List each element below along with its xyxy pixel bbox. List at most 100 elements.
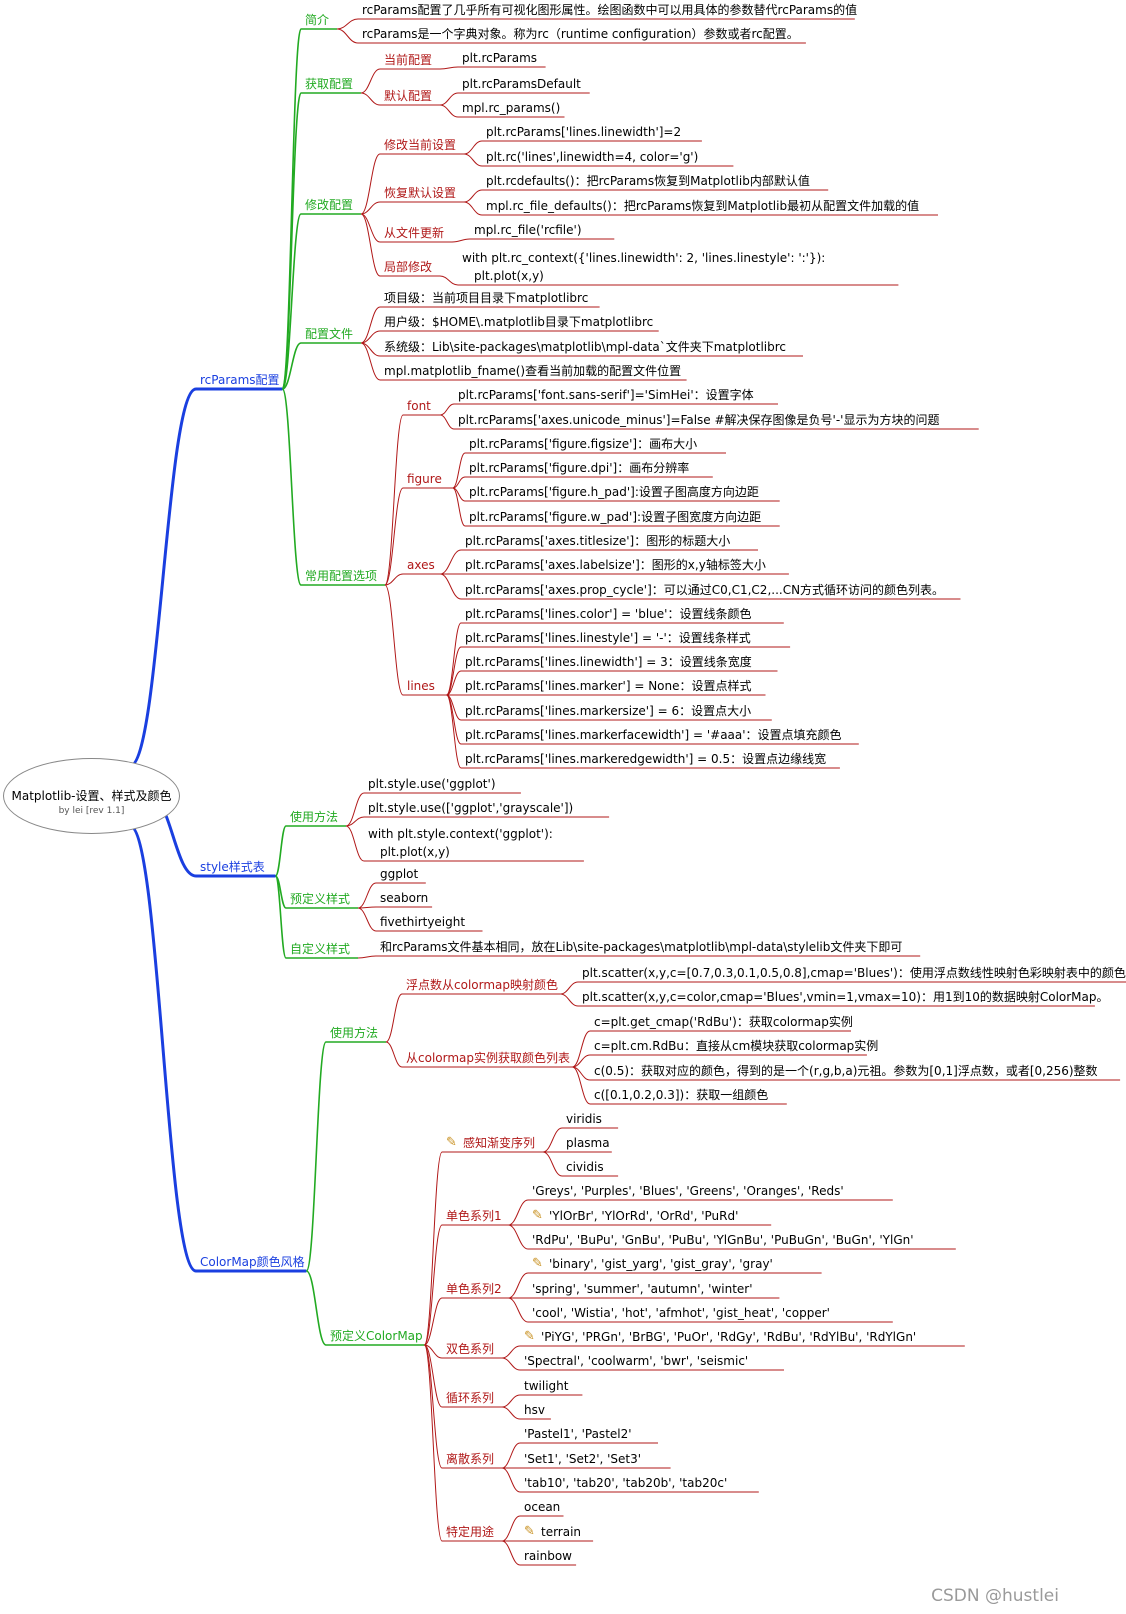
child-connector: [360, 153, 381, 215]
leaf-node[interactable]: plt.rcdefaults()：把rcParams恢复到Matplotlib内…: [486, 174, 810, 188]
leaf-node[interactable]: plt.rcParams['font.sans-serif']='SimHei'…: [458, 388, 754, 402]
leaf-node[interactable]: plt.rcParams['axes.labelsize']：图形的x,y轴标签…: [465, 558, 766, 572]
leaf-node[interactable]: plt.style.use('ggplot'): [368, 777, 496, 791]
leaf-node[interactable]: plt.rcParams['figure.h_pad']:设置子图高度方向边距: [469, 485, 759, 499]
topic-node[interactable]: 循环系列: [446, 1391, 495, 1405]
leaf-node[interactable]: 'Greys', 'Purples', 'Blues', 'Greens', '…: [532, 1184, 844, 1198]
topic-node[interactable]: 使用方法: [330, 1026, 379, 1040]
leaf-node[interactable]: plt.rcParams['axes.prop_cycle']：可以通过C0,C…: [465, 583, 945, 597]
leaf-node[interactable]: viridis: [566, 1112, 602, 1126]
leaf-node[interactable]: c(0.5)：获取对应的颜色，得到的是一个(r,g,b,a)元祖。参数为[0,1…: [594, 1064, 1098, 1078]
leaf-node[interactable]: c([0.1,0.2,0.3])：获取一组颜色: [594, 1088, 769, 1102]
topic-node[interactable]: figure: [407, 472, 442, 486]
leaf-node[interactable]: 用户级：$HOME\.matplotlib目录下matplotlibrc: [384, 315, 654, 329]
leaf-node[interactable]: plt.rcParams['lines.markersize'] = 6：设置点…: [465, 704, 752, 718]
leaf-node[interactable]: plt.rcParams['axes.unicode_minus']=False…: [458, 413, 940, 427]
topic-node[interactable]: 单色系列2: [446, 1282, 502, 1296]
topic-node[interactable]: 恢复默认设置: [384, 186, 457, 200]
leaf-node[interactable]: plt.scatter(x,y,c=color,cmap='Blues',vmi…: [582, 990, 1109, 1004]
topic-node[interactable]: lines: [407, 679, 435, 693]
leaf-node[interactable]: mpl.rc_params(): [462, 101, 561, 115]
leaf-node[interactable]: 系统级：Lib\site-packages\matplotlib\mpl-dat…: [384, 340, 787, 354]
topic-node[interactable]: 预定义ColorMap: [330, 1329, 423, 1343]
topic-node[interactable]: 简介: [305, 13, 330, 27]
topic-node[interactable]: 感知渐变序列: [463, 1136, 536, 1150]
leaf-node[interactable]: with plt.rc_context({'lines.linewidth': …: [462, 251, 826, 265]
topic-node[interactable]: 单色系列1: [446, 1209, 502, 1223]
leaf-node[interactable]: hsv: [524, 1403, 545, 1417]
leaf-node[interactable]: rcParams是一个字典对象。称为rc（runtime configurati…: [362, 27, 799, 41]
leaf-node[interactable]: 'YlOrBr', 'YlOrRd', 'OrRd', 'PuRd': [549, 1209, 739, 1223]
root-node[interactable]: [3, 758, 180, 834]
topic-node[interactable]: 浮点数从colormap映射颜色: [406, 978, 558, 992]
leaf-node[interactable]: plt.rcParams['lines.marker'] = None：设置点样…: [465, 679, 752, 693]
leaf-node[interactable]: plasma: [566, 1136, 610, 1150]
topic-node[interactable]: 双色系列: [446, 1342, 495, 1356]
leaf-node[interactable]: rainbow: [524, 1549, 572, 1563]
topic-node[interactable]: 常用配置选项: [305, 569, 378, 583]
leaf-node[interactable]: 'binary', 'gist_yarg', 'gist_gray', 'gra…: [549, 1257, 773, 1271]
leaf-node[interactable]: mpl.matplotlib_fname()查看当前加载的配置文件位置: [384, 364, 682, 378]
leaf-node[interactable]: plt.rcParams['lines.linewidth']=2: [486, 125, 682, 139]
leaf-node[interactable]: plt.rcParams['lines.linestyle'] = '-'：设置…: [465, 631, 751, 645]
leaf-node[interactable]: 和rcParams文件基本相同，放在Lib\site-packages\matp…: [380, 940, 903, 954]
topic-node[interactable]: 使用方法: [290, 810, 339, 824]
leaf-node[interactable]: ocean: [524, 1500, 561, 1514]
leaf-node[interactable]: mpl.rc_file('rcfile'): [474, 223, 582, 237]
topic-node[interactable]: 局部修改: [384, 260, 433, 274]
leaf-node[interactable]: 'Spectral', 'coolwarm', 'bwr', 'seismic': [524, 1354, 749, 1368]
leaf-node[interactable]: plt.rcParams['axes.titlesize']：图形的标题大小: [465, 534, 731, 548]
leaf-node[interactable]: plt.rcParamsDefault: [462, 77, 581, 91]
leaf-node[interactable]: c=plt.get_cmap('RdBu')：获取colormap实例: [594, 1015, 853, 1029]
leaf-node[interactable]: mpl.rc_file_defaults()：把rcParams恢复到Matpl…: [486, 199, 920, 213]
topic-node[interactable]: 修改配置: [305, 198, 354, 212]
leaf-node[interactable]: plt.scatter(x,y,c=[0.7,0.3,0.1,0.5,0.8],…: [582, 966, 1126, 980]
topic-node[interactable]: 预定义样式: [290, 892, 351, 906]
leaf-node[interactable]: with plt.style.context('ggplot'):: [368, 827, 553, 841]
leaf-node[interactable]: plt.rc('lines',linewidth=4, color='g'): [486, 150, 699, 164]
leaf-node[interactable]: plt.rcParams['lines.linewidth'] = 3：设置线条…: [465, 655, 752, 669]
topic-node[interactable]: 默认配置: [384, 89, 433, 103]
leaf-node[interactable]: plt.rcParams: [462, 51, 538, 65]
topic-node[interactable]: 特定用途: [446, 1525, 495, 1539]
leaf-node[interactable]: plt.rcParams['lines.markeredgewidth'] = …: [465, 752, 827, 766]
topic-node[interactable]: 配置文件: [305, 327, 354, 341]
topic-node[interactable]: 修改当前设置: [384, 138, 457, 152]
leaf-node[interactable]: plt.rcParams['figure.dpi']：画布分辨率: [469, 461, 690, 475]
leaf-node[interactable]: rcParams配置了几乎所有可视化图形属性。绘图函数中可以用具体的参数替代rc…: [362, 3, 858, 17]
topic-node[interactable]: font: [407, 399, 431, 413]
leaf-node[interactable]: plt.rcParams['figure.w_pad']:设置子图宽度方向边距: [469, 510, 762, 524]
topic-node[interactable]: axes: [407, 558, 435, 572]
leaf-node[interactable]: 'tab10', 'tab20', 'tab20b', 'tab20c': [524, 1476, 728, 1490]
branch-2[interactable]: ColorMap颜色风格: [200, 1255, 305, 1269]
topic-node[interactable]: 获取配置: [305, 77, 354, 91]
leaf-node[interactable]: plt.style.use(['ggplot','grayscale']): [368, 801, 574, 815]
branch-0[interactable]: rcParams配置: [200, 373, 280, 387]
leaf-node[interactable]: plt.rcParams['lines.color'] = 'blue'：设置线…: [465, 607, 752, 621]
leaf-node[interactable]: twilight: [524, 1379, 569, 1393]
topic-node[interactable]: 从文件更新: [384, 226, 445, 240]
child-connector: [384, 584, 404, 696]
leaf-node[interactable]: seaborn: [380, 891, 429, 905]
child-connector: [336, 18, 359, 30]
topic-node[interactable]: 当前配置: [384, 53, 433, 67]
leaf-node[interactable]: fivethirtyeight: [380, 915, 466, 929]
leaf-node[interactable]: 'spring', 'summer', 'autumn', 'winter': [532, 1282, 753, 1296]
leaf-node[interactable]: ggplot: [380, 867, 419, 881]
topic-node[interactable]: 自定义样式: [290, 942, 351, 956]
leaf-node[interactable]: 'Pastel1', 'Pastel2': [524, 1427, 632, 1441]
leaf-node[interactable]: 'Set1', 'Set2', 'Set3': [524, 1452, 642, 1466]
leaf-node[interactable]: cividis: [566, 1160, 604, 1174]
leaf-node[interactable]: c=plt.cm.RdBu：直接从cm模块获取colormap实例: [594, 1039, 879, 1053]
leaf-node[interactable]: 'RdPu', 'BuPu', 'GnBu', 'PuBu', 'YlGnBu'…: [532, 1233, 914, 1247]
topic-node[interactable]: 离散系列: [446, 1452, 495, 1466]
topic-node[interactable]: 从colormap实例获取颜色列表: [406, 1051, 570, 1065]
leaf-node[interactable]: plt.rcParams['figure.figsize']：画布大小: [469, 437, 698, 451]
branch-1[interactable]: style样式表: [200, 860, 265, 874]
leaf-node[interactable]: 项目级：当前项目目录下matplotlibrc: [384, 291, 589, 305]
leaf-node[interactable]: 'cool', 'Wistia', 'hot', 'afmhot', 'gist…: [532, 1306, 830, 1320]
leaf-node[interactable]: 'PiYG', 'PRGn', 'BrBG', 'PuOr', 'RdGy', …: [541, 1330, 917, 1344]
child-connector: [384, 414, 404, 586]
leaf-node[interactable]: plt.rcParams['lines.markerfacewidth'] = …: [465, 728, 842, 742]
leaf-node[interactable]: terrain: [541, 1525, 582, 1539]
